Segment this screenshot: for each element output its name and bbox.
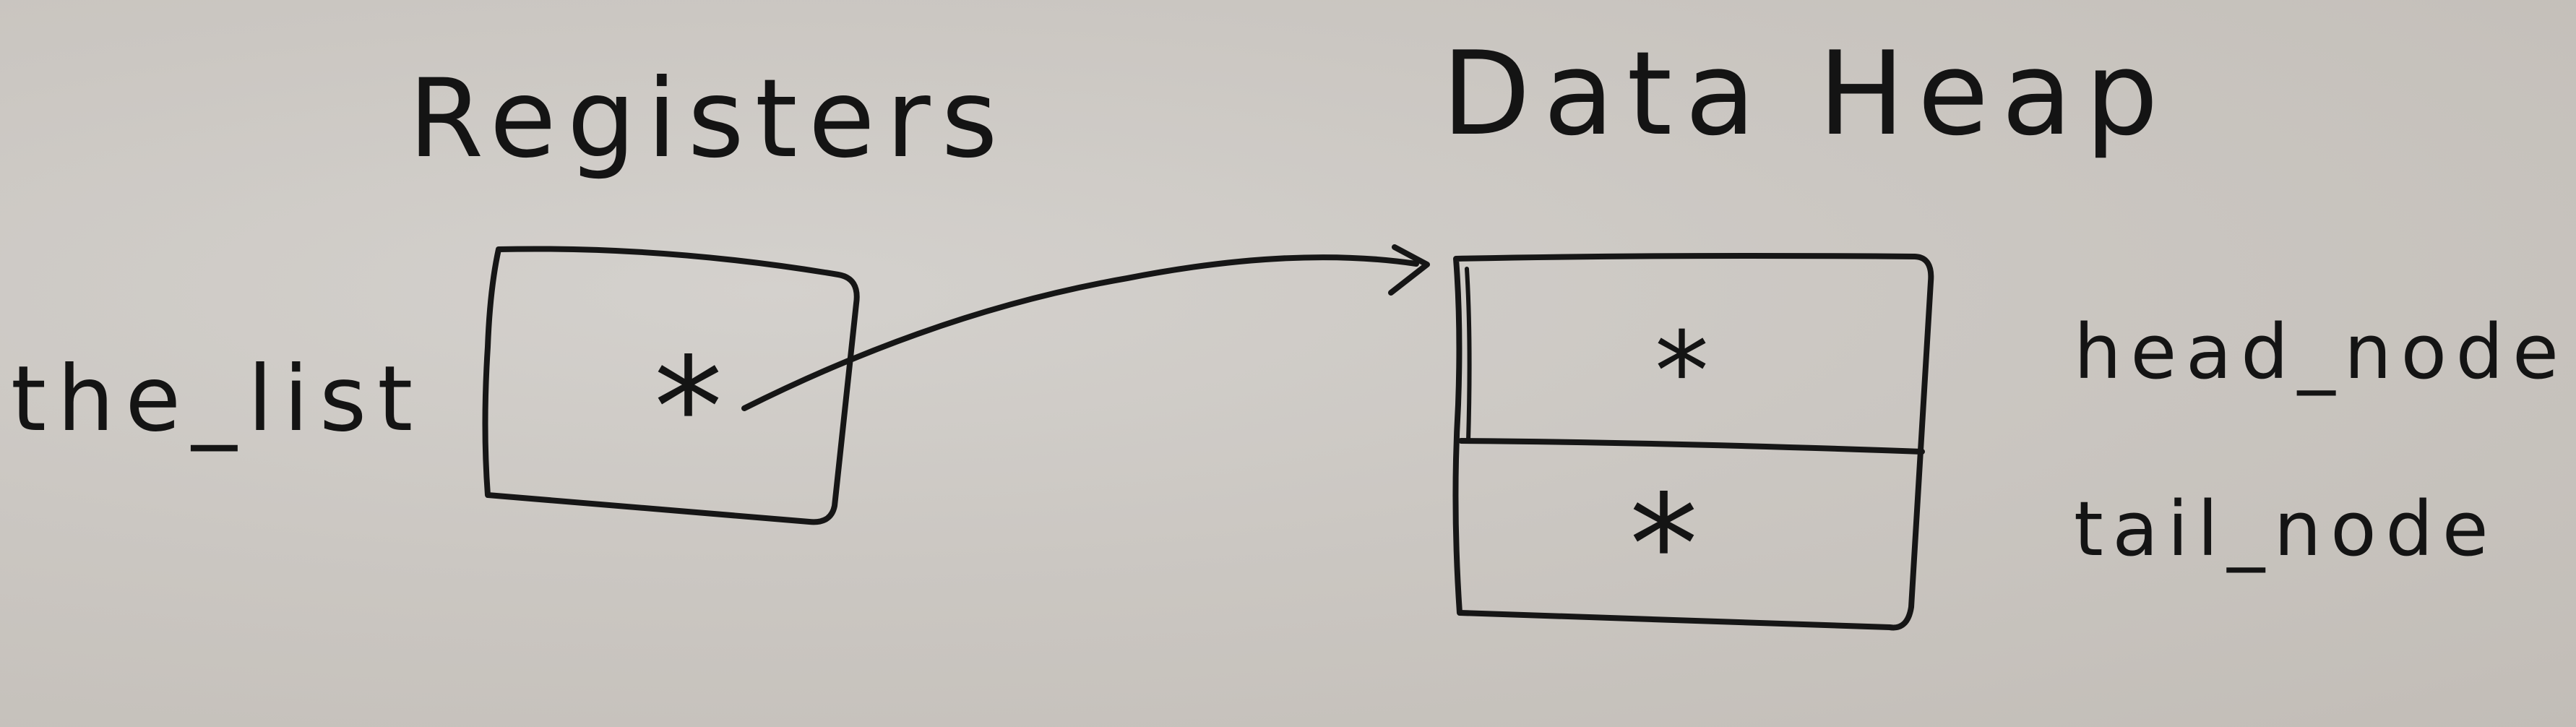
pointer-arrow-head: [1388, 244, 1430, 296]
register-pointer-value: *: [654, 328, 723, 488]
field-label-head-node: head_node: [2074, 308, 2568, 396]
heap-box: [1452, 253, 1934, 631]
heap-heading: Data Heap: [1442, 26, 2171, 161]
field-label-tail-node: tail_node: [2074, 485, 2498, 573]
pointer-arrow: [741, 254, 1419, 411]
register-box: [482, 246, 860, 525]
head-node-value: *: [1655, 309, 1709, 435]
tail-node-value: *: [1629, 465, 1698, 625]
registers-heading: Registers: [408, 56, 1009, 182]
variable-label-the-list: the_list: [11, 347, 424, 452]
heap-divider: [1458, 438, 1925, 455]
heap-box-inner-edge: [1465, 267, 1472, 443]
